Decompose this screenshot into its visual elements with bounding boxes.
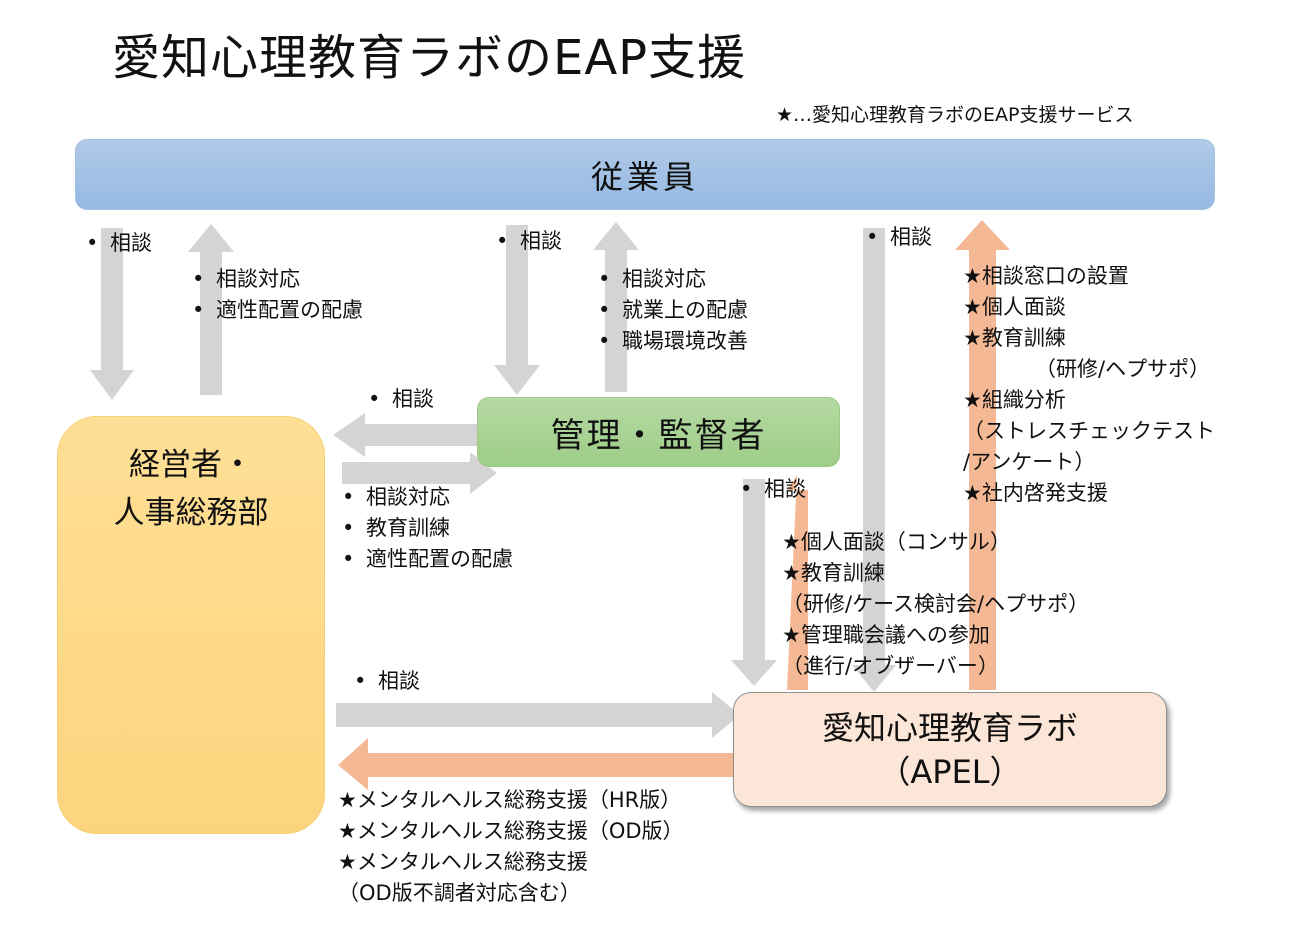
flow-apel-to-manager-label: ★個人面談（コンサル） ★教育訓練 （研修/ケース検討会/ヘプサポ） ★管理職会… [782, 527, 1089, 682]
list-item: （研修/ヘプサポ） [1035, 357, 1211, 381]
node-apel-label-line2: （APEL） [878, 752, 1022, 791]
list-item: （研修/ケース検討会/ヘプサポ） [782, 592, 1090, 616]
list-item: •相談対応 [598, 267, 706, 291]
arrow-manager-to-hr [333, 413, 480, 457]
flow-hr-to-manager-label: •相談対応 •教育訓練 •適性配置の配慮 [342, 482, 513, 575]
list-item: ★メンタルヘルス総務支援 [338, 850, 588, 874]
list-item: •就業上の配慮 [598, 298, 748, 322]
legend-note: ★…愛知心理教育ラボのEAP支援サービス [776, 104, 1134, 126]
arrow-manager-to-employee [593, 222, 639, 392]
list-item: ★個人面談（コンサル） [782, 530, 1011, 554]
node-employee-label: 従業員 [590, 157, 699, 196]
arrow-hr-to-apel [336, 692, 740, 738]
node-manager-label: 管理・監督者 [550, 415, 767, 456]
list-item: ★メンタルヘルス総務支援（HR版） [338, 788, 682, 812]
flow-employee-to-hr-label: •相談 [86, 228, 152, 259]
list-item: •適性配置の配慮 [192, 298, 363, 322]
list-item: •職場環境改善 [598, 329, 748, 353]
list-item: •相談 [740, 477, 806, 501]
arrow-employee-to-manager [494, 225, 540, 395]
node-apel-label-line1: 愛知心理教育ラボ [821, 708, 1078, 747]
list-item: ★教育訓練 [782, 561, 885, 585]
node-apel: 愛知心理教育ラボ （APEL） [733, 692, 1167, 807]
list-item: ★社内啓発支援 [963, 481, 1108, 505]
node-hr-label-line1: 経営者・ [129, 447, 253, 483]
arrow-apel-to-employee [955, 220, 1010, 690]
list-item: •相談 [866, 225, 932, 249]
list-item: （進行/オブザーバー） [782, 654, 999, 678]
node-hr: 経営者・ 人事総務部 [57, 416, 325, 834]
arrow-manager-to-apel [731, 479, 777, 686]
list-item: ★組織分析 [963, 388, 1066, 412]
arrow-apel-to-hr [338, 738, 735, 790]
list-item: •教育訓練 [342, 516, 450, 540]
list-item: （ストレスチェックテスト [963, 419, 1215, 443]
list-item: ★教育訓練 [963, 326, 1066, 350]
list-item: •相談 [86, 231, 152, 255]
list-item: •相談 [354, 669, 420, 693]
list-item: •相談 [496, 229, 562, 253]
flow-manager-to-hr-label: •相談 [368, 384, 434, 415]
arrow-employee-to-hr [90, 228, 134, 400]
flow-employee-to-apel-label: •相談 [866, 222, 932, 253]
list-item: ★個人面談 [963, 295, 1066, 319]
arrow-employee-to-apel [852, 228, 896, 692]
list-item: ★相談窓口の設置 [963, 264, 1129, 288]
flow-hr-to-apel-label: •相談 [354, 666, 420, 697]
list-item: •適性配置の配慮 [342, 547, 513, 571]
list-item: •相談対応 [342, 485, 450, 509]
flow-apel-to-employee-label: ★相談窓口の設置 ★個人面談 ★教育訓練 （研修/ヘプサポ） ★組織分析 （スト… [963, 261, 1215, 509]
arrow-hr-to-employee [188, 224, 234, 395]
list-item: ★管理職会議への参加 [782, 623, 990, 647]
flow-apel-to-hr-label: ★メンタルヘルス総務支援（HR版） ★メンタルヘルス総務支援（OD版） ★メンタ… [338, 785, 684, 909]
list-item: •相談対応 [192, 267, 300, 291]
page-title: 愛知心理教育ラボのEAP支援 [112, 30, 747, 86]
flow-hr-to-employee-label: •相談対応 •適性配置の配慮 [192, 264, 363, 326]
flow-employee-to-manager-label: •相談 [496, 226, 562, 257]
arrow-apel-to-manager [787, 475, 808, 690]
flow-manager-to-employee-label: •相談対応 •就業上の配慮 •職場環境改善 [598, 264, 748, 357]
node-employee: 従業員 [75, 139, 1215, 210]
list-item: /アンケート） [963, 450, 1096, 474]
node-hr-label-line2: 人事総務部 [113, 495, 269, 531]
flow-manager-to-apel-label: •相談 [740, 474, 806, 505]
list-item: （OD版不調者対応含む） [338, 881, 581, 905]
arrow-hr-to-manager [342, 452, 497, 494]
node-manager: 管理・監督者 [477, 397, 840, 467]
list-item: •相談 [368, 387, 434, 411]
list-item: ★メンタルヘルス総務支援（OD版） [338, 819, 684, 843]
